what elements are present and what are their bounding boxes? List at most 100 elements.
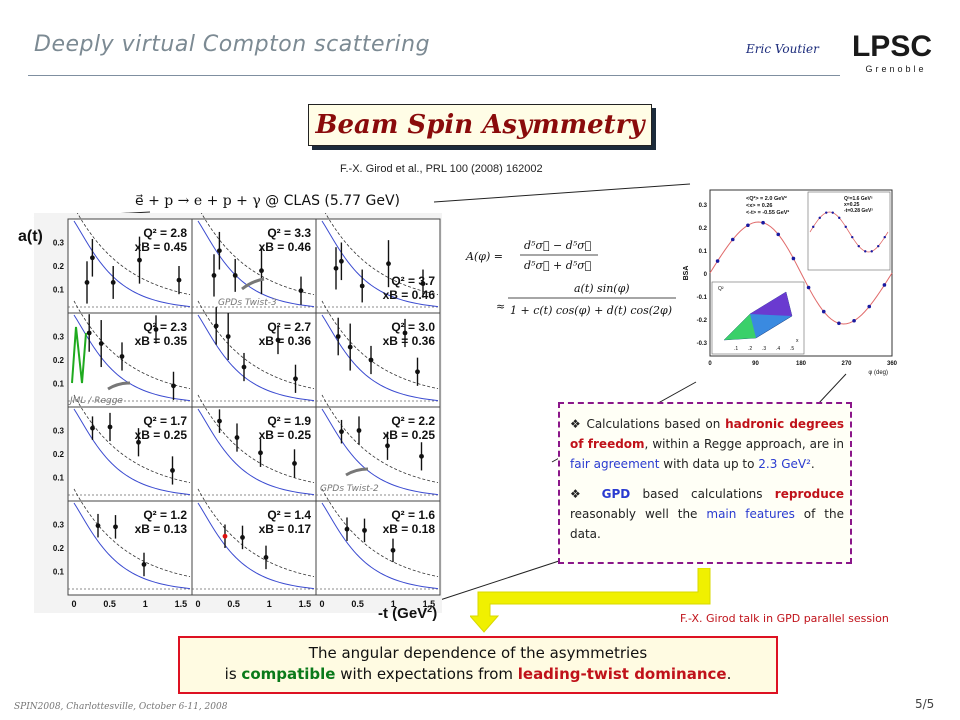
x-tick-label: 0	[71, 599, 76, 609]
data-point	[263, 555, 269, 560]
sub-inset-point	[851, 235, 854, 239]
data-point	[110, 280, 116, 285]
panel-q2-label: Q² = 1.2	[143, 508, 187, 522]
data-point	[95, 523, 101, 529]
x-tick-label: 0.5	[227, 599, 240, 609]
gpd-twist2-curve	[197, 408, 315, 496]
panel-q2-label: Q² = 2.7	[267, 320, 311, 334]
data-point	[415, 369, 420, 375]
data-point	[402, 330, 408, 336]
lpsc-logo-icon: LPSC Grenoble	[846, 28, 936, 74]
panel-q2-label: Q² = 1.9	[267, 414, 311, 428]
asymmetry-panel: Q² = 3.7xB = 0.46	[315, 213, 441, 314]
inset-legend-right: -t=0.28 GeV²	[844, 208, 873, 214]
data-point	[385, 443, 390, 449]
figure-x-label: -t (GeV2)	[378, 604, 438, 622]
panel-xb-label: xB = 0.17	[259, 522, 312, 536]
slide-title: Beam Spin Asymmetry	[315, 110, 645, 140]
data-point	[232, 273, 238, 278]
data-point	[225, 334, 231, 339]
y-tick-label: 0.3	[53, 333, 65, 342]
gpd-twist3-curve	[200, 213, 315, 296]
asymmetry-panel: Q² = 1.9xB = 0.25	[191, 394, 317, 502]
sub-inset-point	[831, 211, 834, 214]
asymmetry-panel: Q² = 3.0xB = 0.36	[315, 300, 441, 408]
panel-xb-label: xB = 0.36	[259, 334, 312, 348]
data-point	[84, 280, 90, 285]
annotation-arrow-icon	[107, 381, 131, 391]
y-tick-label: 0.2	[53, 262, 65, 271]
annotation-gpd-twist2: GPDs Twist-2	[320, 484, 379, 494]
asymmetry-panel: Q² = 1.6xB = 0.18	[315, 488, 441, 596]
calculations-callout: ❖ Calculations based on hadronic degrees…	[558, 402, 852, 564]
data-point	[275, 337, 281, 343]
panel-q2-label: Q² = 2.8	[143, 226, 187, 240]
callout-regge-paragraph: ❖ Calculations based on hadronic degrees…	[570, 417, 844, 471]
inset-x-tick: 360	[887, 361, 898, 367]
data-point	[98, 341, 104, 346]
data-point	[293, 376, 298, 382]
bsa-data-point	[746, 223, 750, 228]
y-tick-label: 0.2	[53, 544, 65, 553]
gpd-twist3-curve	[73, 300, 191, 390]
data-point	[258, 450, 263, 456]
svg-text:A(φ) =: A(φ) =	[465, 250, 503, 263]
data-point	[344, 526, 350, 532]
inset-legend-left: <x> = 0.26	[746, 203, 772, 209]
data-point	[234, 435, 240, 440]
inset-x-label: φ (deg)	[868, 370, 888, 376]
gpd-twist2-curve	[197, 502, 315, 590]
inset-x-tick: 180	[796, 361, 807, 367]
panel-frame	[191, 500, 317, 596]
sub-inset-point	[864, 250, 867, 253]
panel-frame	[315, 406, 441, 502]
gpd-twist3-curve	[321, 488, 439, 578]
panel-q2-label: Q² = 1.7	[143, 414, 187, 428]
data-point	[390, 547, 396, 553]
sub-inset-point	[818, 216, 821, 220]
inset-y-tick: 0.1	[699, 249, 708, 255]
panel-frame	[191, 218, 317, 314]
data-point	[222, 533, 228, 539]
diamond-bullet-icon: ❖	[570, 487, 590, 501]
panel-frame	[67, 218, 193, 314]
sub-inset-point	[812, 225, 815, 229]
surface-axis-label: Q²	[718, 286, 724, 292]
callout-gpd-paragraph: ❖ GPD based calculations reproduce reaso…	[570, 487, 845, 541]
conclusion-line-1: The angular dependence of the asymmetrie…	[308, 644, 648, 662]
panel-xb-label: xB = 0.18	[383, 522, 436, 536]
asymmetry-panel: Q² = 1.7xB = 0.25	[67, 394, 193, 502]
gpd-twist2-curve	[73, 220, 191, 308]
author-name: Eric Voutier	[746, 42, 819, 56]
gpd-twist3-curve	[197, 300, 315, 390]
y-tick-label: 0.3	[53, 427, 65, 436]
asymmetry-formula: A(φ) = d⁵σ⃗ − d⁵σ⃖ d⁵σ⃗ + d⁵σ⃖ ≈ a(t) si…	[465, 239, 676, 317]
panel-q2-label: Q² = 1.6	[391, 508, 435, 522]
svg-text:d⁵σ⃗ − d⁵σ⃖: d⁵σ⃗ − d⁵σ⃖	[524, 239, 591, 252]
gpd-twist3-curve	[321, 300, 439, 390]
asymmetry-panel: Q² = 3.3xB = 0.46	[191, 213, 317, 314]
data-point	[217, 248, 222, 254]
x-tick-label: 0	[319, 599, 324, 609]
data-point	[119, 354, 125, 359]
surface-x-tick: .2	[748, 346, 752, 352]
surface-x-tick: .3	[762, 346, 766, 352]
logo-subtext: Grenoble	[865, 64, 926, 74]
inset-x-tick: 90	[752, 361, 759, 367]
x-tick-label: 0.5	[351, 599, 364, 609]
y-tick-label: 0.1	[53, 286, 65, 295]
data-point	[241, 364, 247, 370]
annotation-jml-regge: JML / Regge	[68, 396, 123, 406]
bsa-data-point	[776, 232, 781, 237]
y-tick-label: 0.1	[53, 568, 65, 577]
panel-xb-label: xB = 0.46	[259, 240, 312, 254]
data-point	[362, 527, 367, 533]
panel-q2-label: Q² = 3.7	[391, 274, 435, 288]
header-divider	[28, 75, 840, 76]
slide-title-box: Beam Spin Asymmetry	[308, 104, 652, 146]
gpd-twist3-curve	[76, 213, 191, 296]
panel-xb-label: xB = 0.35	[135, 334, 188, 348]
asymmetry-panel: Q² = 2.7xB = 0.36	[191, 300, 317, 408]
svg-text:1 + c(t) cos(φ) + d(t) cos(2φ): 1 + c(t) cos(φ) + d(t) cos(2φ)	[510, 304, 672, 317]
